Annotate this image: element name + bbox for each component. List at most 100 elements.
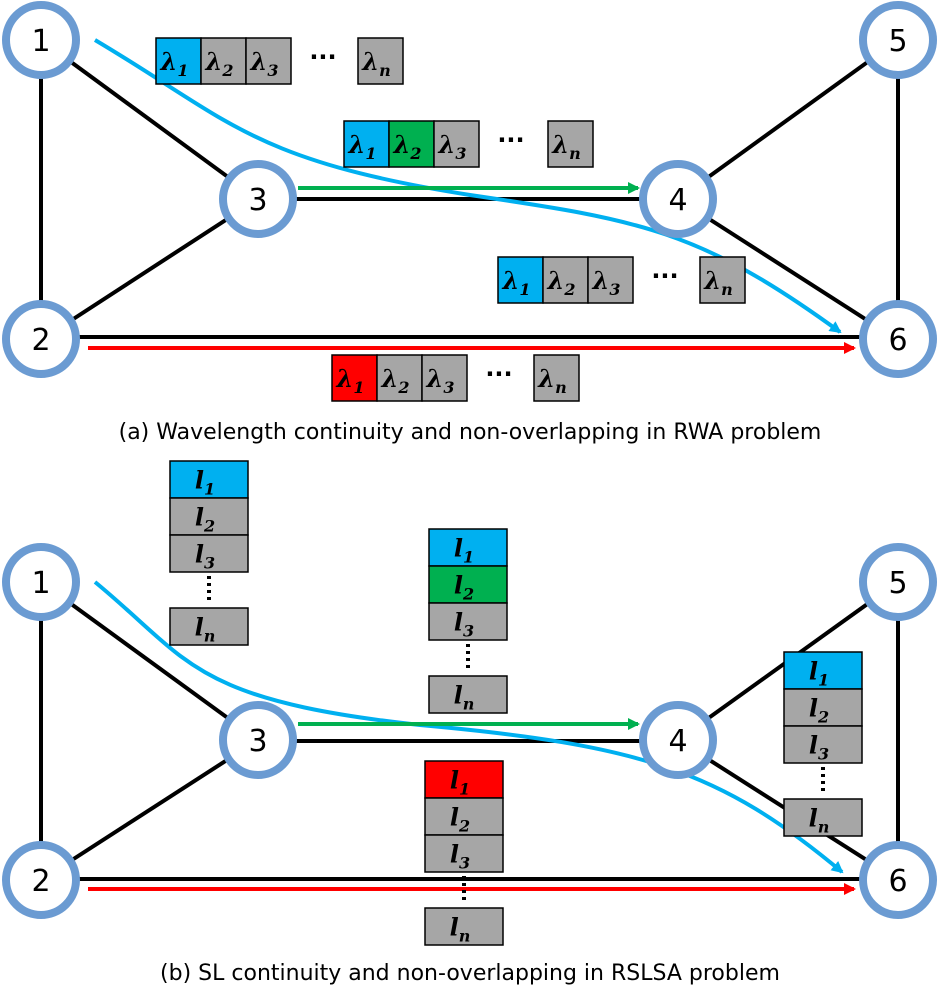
node-6-label: 6 bbox=[888, 864, 907, 899]
channel-cell-3-sub: 3 bbox=[443, 378, 454, 397]
channel-cell-n-box bbox=[547, 120, 594, 168]
sl-cell-3-label: l3 bbox=[450, 840, 470, 873]
node-4: 4 bbox=[639, 701, 717, 779]
node-1-label: 1 bbox=[31, 24, 50, 59]
channel-cell-1-box bbox=[155, 37, 202, 85]
channel-cell-2-box bbox=[200, 37, 247, 85]
sl-cell-2: l2 bbox=[169, 497, 249, 536]
sl-stack-2-6: l1 l2 l3 ln bbox=[424, 760, 504, 946]
link-4-5 bbox=[676, 38, 900, 201]
sl-cell-n-box bbox=[428, 675, 508, 714]
channel-cell-3-label: λ3 bbox=[426, 364, 455, 397]
channel-cell-n-box bbox=[533, 354, 580, 402]
sl-cell-2-label: l2 bbox=[195, 503, 215, 536]
channel-cell-2-base: λ bbox=[205, 47, 223, 76]
panel-b-nodes: 1 2 3 4 5 6 bbox=[2, 543, 937, 919]
channel-cell-n-box bbox=[357, 37, 404, 85]
node-1: 1 bbox=[2, 543, 80, 621]
channel-cell-n: λn bbox=[533, 354, 580, 402]
sl-cell-3-label: l3 bbox=[809, 731, 829, 764]
sl-cell-3-base: l bbox=[809, 731, 818, 760]
sl-cell-1-sub: 1 bbox=[818, 671, 829, 690]
node-3-label: 3 bbox=[248, 183, 267, 218]
sl-cell-3-box bbox=[783, 725, 863, 764]
sl-cell-2-label: l2 bbox=[450, 803, 470, 836]
sl-cell-1-box bbox=[783, 651, 863, 690]
channel-cell-n-box bbox=[699, 256, 746, 304]
channel-cell-n-label: λn bbox=[551, 130, 580, 163]
sl-cell-2-box bbox=[169, 497, 249, 536]
channel-cell-3-label: λ3 bbox=[592, 266, 621, 299]
panel-a-caption: (a) Wavelength continuity and non-overla… bbox=[119, 420, 822, 445]
sl-cell-2-base: l bbox=[195, 503, 204, 532]
channel-cell-3: λ3 bbox=[421, 354, 468, 402]
channel-cell-1-label: λ1 bbox=[160, 47, 189, 80]
channel-cell-3-sub: 3 bbox=[609, 280, 620, 299]
sl-cell-2-label: l2 bbox=[454, 571, 474, 604]
channel-cell-1: λ1 bbox=[331, 354, 378, 402]
node-2: 2 bbox=[2, 300, 80, 378]
panel-b-links bbox=[39, 580, 900, 882]
sl-cell-n-box bbox=[424, 907, 504, 946]
channel-cell-3: λ3 bbox=[587, 256, 634, 304]
node-4-label: 4 bbox=[668, 183, 687, 218]
sl-cell-3-sub: 3 bbox=[463, 622, 474, 641]
sl-cell-n-label: ln bbox=[450, 913, 471, 946]
channel-cell-2-box bbox=[542, 256, 589, 304]
sl-cell-1-label: l1 bbox=[195, 466, 215, 499]
channel-cell-2: λ2 bbox=[542, 256, 589, 304]
sl-cell-1-sub: 1 bbox=[204, 480, 215, 499]
channel-cell-1-base: λ bbox=[160, 47, 178, 76]
channel-cell-1-sub: 1 bbox=[365, 144, 376, 163]
channel-cell-2-box bbox=[388, 120, 435, 168]
sl-cell-n-sub: n bbox=[204, 627, 216, 646]
channel-cell-2-label: λ2 bbox=[381, 364, 410, 397]
link-4-6 bbox=[676, 197, 900, 342]
sl-cell-3: l3 bbox=[424, 834, 504, 873]
channel-cell-2-label: λ2 bbox=[205, 47, 234, 80]
channel-cell-3-sub: 3 bbox=[267, 61, 278, 80]
sl-cell-n-base: l bbox=[809, 804, 818, 833]
sl-cell-n-box bbox=[169, 607, 249, 646]
sl-cell-1-box bbox=[169, 460, 249, 499]
channel-cell-2-sub: 2 bbox=[221, 61, 233, 80]
sl-cell-2-base: l bbox=[809, 694, 818, 723]
node-5-label: 5 bbox=[888, 24, 907, 59]
channel-ellipsis: ··· bbox=[651, 262, 678, 290]
channel-cell-n-sub: n bbox=[569, 144, 581, 163]
sl-cell-1-base: l bbox=[195, 466, 204, 495]
channel-cell-1-base: λ bbox=[502, 266, 520, 295]
sl-cell-n: ln bbox=[169, 607, 249, 646]
sl-cell-2-base: l bbox=[450, 803, 459, 832]
channel-cell-1-sub: 1 bbox=[177, 61, 188, 80]
sl-cell-1-label: l1 bbox=[454, 534, 474, 567]
sl-cell-2-box bbox=[783, 688, 863, 727]
channel-ellipsis: ··· bbox=[485, 360, 512, 388]
sl-cell-1-label: l1 bbox=[809, 657, 829, 690]
channel-cell-n-label: λn bbox=[537, 364, 566, 397]
channel-cell-2-sub: 2 bbox=[409, 144, 421, 163]
channel-cell-n-sub: n bbox=[555, 378, 567, 397]
channel-cell-n-sub: n bbox=[379, 61, 391, 80]
sl-cell-1: l1 bbox=[424, 760, 504, 799]
sl-cell-2-sub: 2 bbox=[203, 517, 215, 536]
sl-cell-n-base: l bbox=[195, 613, 204, 642]
channel-ellipsis: ··· bbox=[497, 126, 524, 154]
sl-cell-3: l3 bbox=[169, 534, 249, 573]
sl-cell-3-sub: 3 bbox=[204, 554, 215, 573]
sl-cell-n-base: l bbox=[454, 681, 463, 710]
node-3-label: 3 bbox=[248, 724, 267, 759]
sl-cell-2-base: l bbox=[454, 571, 463, 600]
sl-cell-n-sub: n bbox=[463, 695, 475, 714]
sl-cell-1-base: l bbox=[450, 766, 459, 795]
node-5-label: 5 bbox=[888, 566, 907, 601]
sl-cell-3: l3 bbox=[428, 602, 508, 641]
channel-cell-1-base: λ bbox=[348, 130, 366, 159]
